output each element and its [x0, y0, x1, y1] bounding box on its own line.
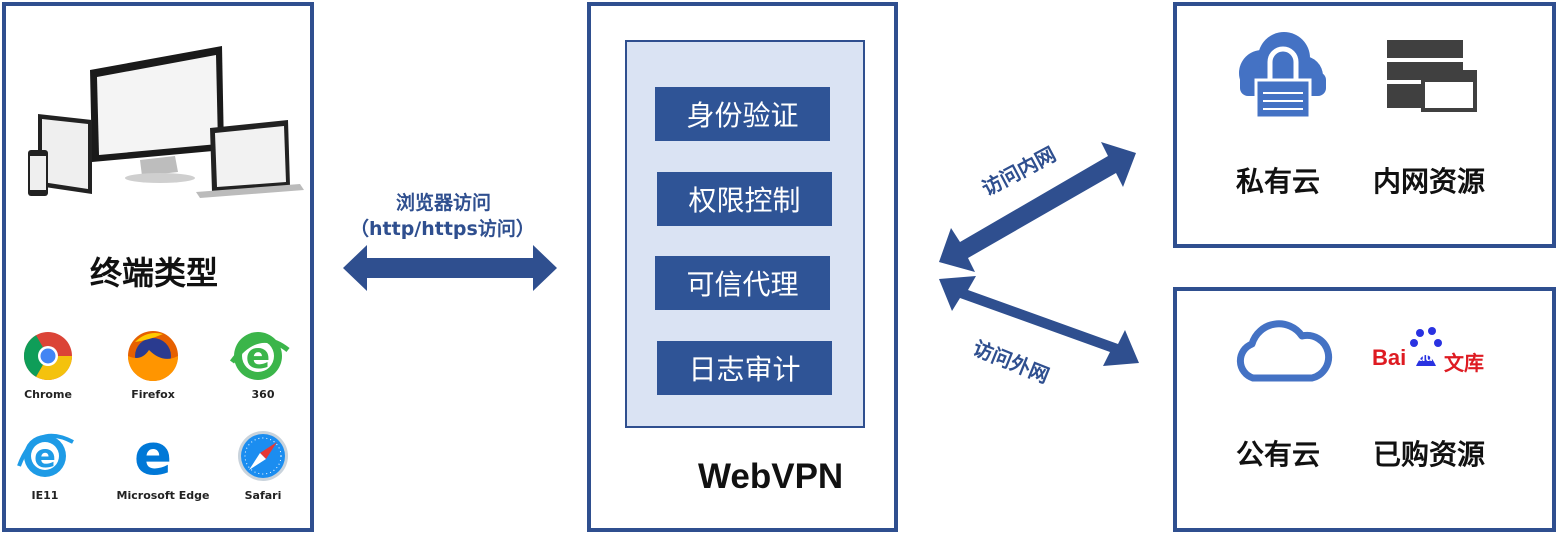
public-resource-panel: [1173, 287, 1556, 532]
browser-access-protocol-label: （http/https访问）: [350, 218, 535, 240]
browser-access-label: 浏览器访问: [396, 192, 492, 214]
feature-access-control: 权限控制: [657, 172, 832, 226]
internal-access-label: 访问内网: [977, 141, 1060, 201]
webvpn-title: WebVPN: [698, 457, 844, 496]
feature-identity-verification: 身份验证: [655, 87, 830, 141]
browser-label-ie11: IE11: [31, 489, 59, 502]
baidu-du-text: du: [1418, 350, 1433, 364]
private-resource-panel: [1173, 2, 1556, 248]
baidu-wenku-text: 文库: [1444, 351, 1484, 375]
private-cloud-label: 私有云: [1236, 165, 1321, 198]
terminal-type-title: 终端类型: [90, 254, 219, 292]
external-access-label: 访问外网: [969, 335, 1053, 388]
purchased-resource-label: 已购资源: [1373, 438, 1486, 471]
browser-label-chrome: Chrome: [24, 388, 72, 401]
feature-trusted-proxy: 可信代理: [655, 256, 830, 310]
browser-label-firefox: Firefox: [131, 388, 175, 401]
public-cloud-label: 公有云: [1236, 438, 1321, 471]
external-access-arrow: [939, 276, 1139, 366]
browser-access-arrow: [343, 245, 557, 291]
browser-label-edge: Microsoft Edge: [116, 489, 210, 502]
baidu-bai-text: Bai: [1372, 345, 1407, 370]
intranet-resource-label: 内网资源: [1373, 165, 1486, 198]
feature-log-audit: 日志审计: [657, 341, 832, 395]
browser-label-360: 360: [251, 388, 275, 401]
browser-label-safari: Safari: [244, 489, 282, 502]
